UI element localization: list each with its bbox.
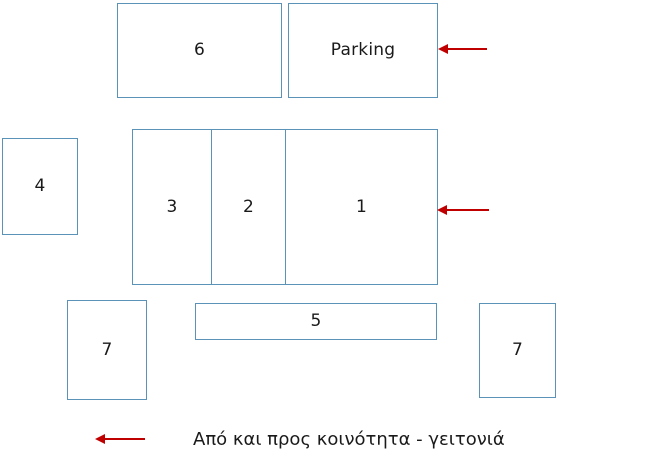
arrow-head-icon xyxy=(438,44,448,54)
box-7-right[interactable]: 7 xyxy=(479,303,556,398)
box-parking[interactable]: Parking xyxy=(288,3,438,98)
box-5[interactable]: 5 xyxy=(195,303,437,340)
box-4-label: 4 xyxy=(34,176,46,196)
arrow-shaft xyxy=(446,48,487,50)
arrow-shaft xyxy=(445,209,489,211)
caption-text: Από και προς κοινότητα - γειτονιά xyxy=(193,429,505,450)
box-7-left[interactable]: 7 xyxy=(67,300,147,400)
arrow-head-icon xyxy=(95,434,105,444)
box-3[interactable]: 3 xyxy=(133,130,212,284)
box-4[interactable]: 4 xyxy=(2,138,78,235)
box-2-label: 2 xyxy=(242,196,255,217)
arrow-shaft xyxy=(103,438,145,440)
box-7-right-label: 7 xyxy=(511,340,524,360)
box-6[interactable]: 6 xyxy=(117,3,282,98)
box-3-label: 3 xyxy=(166,196,178,217)
box-1-label: 1 xyxy=(355,196,368,217)
box-7-left-label: 7 xyxy=(101,339,113,360)
box-parking-label: Parking xyxy=(330,40,396,60)
box-1[interactable]: 1 xyxy=(286,130,437,284)
box-2[interactable]: 2 xyxy=(212,130,286,284)
box-5-label: 5 xyxy=(310,311,322,331)
arrow-head-icon xyxy=(437,205,447,215)
middle-strip: 3 2 1 xyxy=(132,129,438,285)
box-6-label: 6 xyxy=(193,40,206,60)
